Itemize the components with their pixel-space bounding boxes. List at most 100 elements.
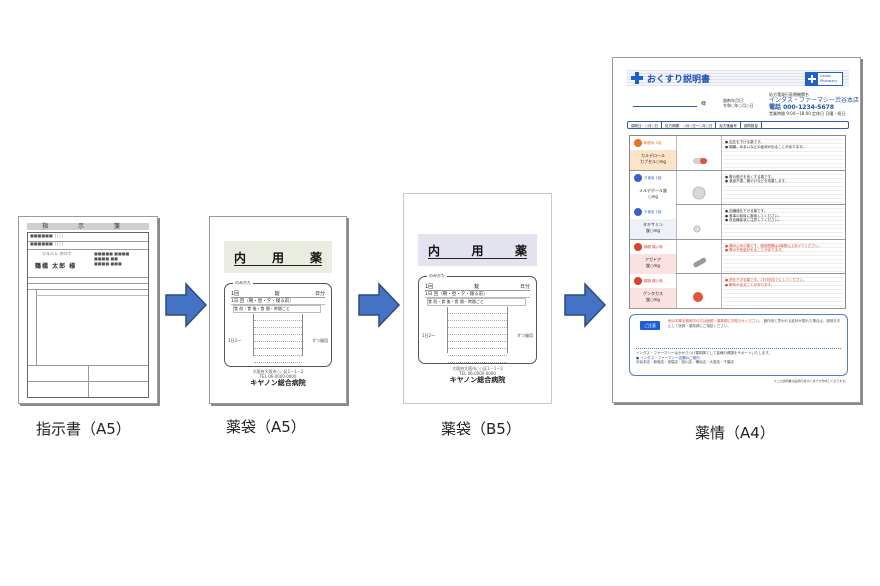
medicine-description: ● 胃の働きを良くする薬です。 ● 食欲不振、胸やけなどを改善します。 [722,170,843,205]
instruction-sheet-title: 指 示 箋 [27,223,149,230]
dispense-date: 調剤年月日 令和○年○月○日 [723,98,754,108]
form-row [28,283,148,290]
pill-icon [692,185,706,204]
form-row: ■■■■■■ ┆┆┆┆ [28,233,148,242]
patient-name-line [633,106,697,107]
medicine-bag-b5-thumbnail: 内 用 薬 のみかた 1回 錠 日分 1日 回（朝・昼・夕・寝る前） 食 前・食… [403,193,552,404]
branches-title: ● インダス・ファーマシー店舗のご案内 [636,355,700,360]
pharmacy-tel: 電話 000-1234-5678 [769,104,834,111]
bag-title-band: 内 用 薬 [224,241,332,273]
pill-image-cell [676,205,722,239]
notice-text: 他のお薬を服用中の方は医師・薬剤師にお知らせください。 副作用と思われる症状が現… [668,319,841,328]
medicine-description: ● 痛み止めの薬です。服用間隔は4時間以上あけてください。 ● 胃の不快感が出る… [722,239,843,274]
medicine-name: カルデロール カプセル○mg [630,150,676,170]
pill-icon [692,288,704,307]
bag-title: 内 用 薬 [428,244,527,259]
dosage-columns: 1回 錠 日分 [425,284,530,291]
medicine-description: ● 血糖値を下げる薬です。 ● 食事の前後に服用してください。 ● 低血糖症状に… [722,205,843,239]
dosage-table [253,314,303,363]
bag-title-band: 内 用 薬 [418,234,537,266]
pharmacy-name: インダス・ファーマシー渋谷本店 [769,97,860,104]
flow-arrow-icon [564,282,607,328]
bag-title: 内 用 薬 [234,251,322,266]
form-row [36,289,148,296]
honorific: 様 [701,101,707,107]
hospital-info: 大阪府大阪市○○区1－1－2 TEL 06-0000-0000 キヤノン総合病院 [404,366,551,385]
medicine-row: 朝食後 1錠カルデロール カプセル○mg ● 血圧を下げる薬です。 ● 頭痛、めま… [630,136,845,171]
hospital-info: 大阪府大阪市○○区1－1－2 TEL 06-0000-0000 キヤノン総合病院 [210,369,346,388]
flow-arrow-icon [358,282,401,328]
dispense-info-bar: 調剤日：○月○日 処方期間：○月○日～○月○日 処方箋番号 調剤数量 [627,121,849,129]
dosage-frame: のみかた 1回 錠 日分 1日 回（朝・昼・夕・寝る前） 食 前・食 後・食 間… [224,280,332,367]
dosage-meal: 食 前・食 後・食 間・時間ごと [427,298,526,306]
instruction-form: ■■■■■■ ┆┆┆┆ ■■■■■■ ┆┆┆┆ ツルハシ タロウ 鶴橋 太郎 様… [27,232,149,398]
caption-drug-info: 薬情（A4） [695,424,775,442]
pill-image-cell [676,170,722,205]
pill-icon [692,150,708,169]
pill-icon [692,219,702,238]
medicine-name: アガドア 錠○mg [630,253,676,274]
form-row [28,365,148,382]
medicine-row: 頓服 痛い時ゲンタカス 錠○mg● 熱を下げる薬です。1日3回までにしてください… [630,274,845,309]
timing-icon [634,242,642,251]
form-row: ■■■■■■ ┆┆┆┆ [28,241,148,250]
notice-box: ご注意 他のお薬を服用中の方は医師・薬剤師にお知らせください。 副作用と思われる… [629,314,848,376]
dosage-label: のみかた [233,280,253,286]
notice-bottom: インダス・ファーマシーはかかりつけ薬剤師として皆様の健康をサポートいたします。 … [636,351,841,365]
pill-image-cell [676,136,722,170]
caption-medicine-bag-b5: 薬袋（B5） [441,420,521,438]
side-right-text: ずつ服用 [517,333,533,338]
drug-info-title: おくすり説明書 [647,75,711,85]
patient-name: 鶴橋 太郎 様 [35,263,77,270]
medicine-name: メルデボール錠 ○mg [630,184,676,205]
medicine-timing: 頓服 痛い時 [632,276,676,286]
form-row [28,277,148,284]
branches-list: 渋谷本店・新宿店・池袋店・品川店・横浜店・大宮店・千葉店 [636,360,734,365]
pill-image-cell [676,239,722,274]
dosage-columns: 1回 錠 日分 [231,291,325,298]
pill-icon [692,254,708,273]
medicine-row: 夕食後 1錠メルデボール錠 ○mg ● 胃の働きを良くする薬です。 ● 食欲不振、… [630,170,845,206]
side-right-text: ずつ服用 [312,338,328,343]
medicine-timing: 夕食後 1錠 [632,207,676,217]
notice-label: ご注意 [640,321,660,330]
medicine-timing: 夕食後 1錠 [632,173,676,183]
medicine-list: 朝食後 1錠カルデロール カプセル○mg ● 血圧を下げる薬です。 ● 頭痛、めま… [629,135,846,309]
timing-icon [634,277,642,286]
hospital-name: キヤノン総合病院 [250,379,306,387]
medicine-row: 夕食後 1錠タキサミン 錠○mg ● 血糖値を下げる薬です。 ● 食事の前後に服用… [630,205,845,240]
footnote: ※この説明書は医師の処方に基づき作成しております。 [773,379,848,383]
side-left-text: 1日2～ [422,333,436,338]
dosage-frame: のみかた 1回 錠 日分 1日 回（朝・昼・夕・寝る前） 食 前・食 後・食 間… [418,273,537,364]
medicine-bag-a5-thumbnail: 内 用 薬 のみかた 1回 錠 日分 1日 回（朝・昼・夕・寝る前） 食 前・食… [209,216,347,404]
dosage-times: 1日 回（朝・昼・夕・寝る前） [425,291,530,298]
hospital-name: キヤノン総合病院 [449,376,506,384]
medicine-description: ● 血圧を下げる薬です。 ● 頭痛、めまいなどの症状が出ることがあります。 [722,136,843,170]
instruction-sheet-thumbnail: 指 示 箋 ■■■■■■ ┆┆┆┆ ■■■■■■ ┆┆┆┆ ツルハシ タロウ 鶴… [18,216,158,404]
side-left-text: 1日2～ [228,338,242,343]
form-divider [36,289,37,365]
pill-image-cell [676,274,722,308]
form-row [28,381,148,397]
dosage-table [447,307,508,363]
caption-medicine-bag-a5: 薬袋（A5） [226,418,306,436]
timing-icon [634,139,642,147]
dosage-meal: 食 前・食 後・食 間・時間ごと [233,305,321,313]
notice-divider [636,348,841,349]
medicine-description: ● 熱を下げる薬です。1日3回までにしてください。 ● 眠気が出ることがあります… [722,274,843,308]
medicine-timing: 朝食後 1錠 [632,138,676,148]
medicine-row: 頓服 痛い時アガドア 錠○mg ● 痛み止めの薬です。服用間隔は4時間以上あけてく… [630,239,845,275]
pharmacy-cross-icon [806,73,818,85]
dosage-times: 1日 回（朝・昼・夕・寝る前） [231,298,325,305]
medical-cross-icon [631,72,643,84]
medicine-timing: 頓服 痛い時 [632,242,676,252]
pharmacy-info: 処方箋発行医療機関名 インダス・ファーマシー渋谷本店 電話 000-1234-5… [769,92,860,116]
timing-icon [634,208,642,217]
timing-icon [634,173,642,182]
flow-arrow-icon [165,282,208,328]
medicine-name: タキサミン 錠○mg [630,219,676,240]
form-row-patient: ツルハシ タロウ 鶴橋 太郎 様 ■■■■■ ■■■■■■■■ ■■■■■■ ■… [28,249,148,278]
